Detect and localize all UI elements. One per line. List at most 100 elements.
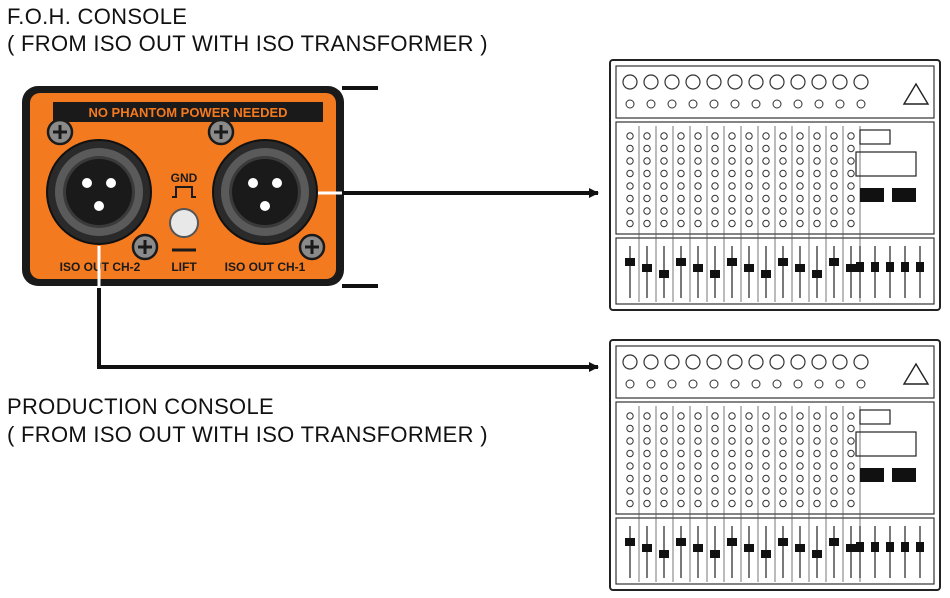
screw-icon (131, 233, 159, 261)
cable-production (97, 246, 599, 372)
mixer-knob-icon (694, 207, 702, 215)
mixer-knob-icon (643, 169, 651, 178)
mixer-knob-icon (685, 74, 701, 90)
ground-lift-switch[interactable] (169, 208, 199, 238)
mixer-knob-icon (694, 449, 702, 458)
mixer-knob-icon (847, 144, 855, 153)
mixer-knob-icon (813, 182, 821, 190)
mixer-knob-icon (711, 132, 719, 140)
mixer-knob-icon (643, 219, 651, 228)
mixer-knob-icon (745, 424, 753, 433)
mixer-knob-icon (748, 354, 764, 370)
mixer-knob-icon (711, 437, 719, 445)
mixer-knob-icon (660, 219, 668, 228)
mixer-fader-icon (659, 550, 669, 558)
mixer-knob-icon (847, 207, 855, 215)
mixer-knob-icon (660, 182, 668, 190)
mixer-knob-icon (745, 182, 753, 190)
mixer-knob-icon (772, 99, 782, 109)
mixer-knob-icon (762, 449, 770, 458)
mixer-knob-icon (626, 449, 634, 458)
mixer-knob-icon (779, 157, 787, 165)
mixer-knob-icon (643, 499, 651, 508)
mixer-knob-icon (677, 182, 685, 190)
mixer-knob-icon (660, 462, 668, 470)
mixer-fader-icon (778, 538, 788, 546)
mixer-fader-icon (727, 258, 737, 266)
mixer-fader-icon (846, 544, 856, 552)
mixer-knob-icon (745, 144, 753, 153)
gnd-label: GND (171, 171, 198, 185)
mixer-knob-icon (830, 169, 838, 178)
mixer-knob-icon (745, 194, 753, 203)
mixer-knob-icon (660, 194, 668, 203)
mixer-knob-icon (711, 207, 719, 215)
mixer-knob-icon (830, 412, 838, 420)
mixer-knob-icon (646, 379, 656, 389)
mixer-knob-icon (711, 194, 719, 203)
mixer-knob-icon (748, 74, 764, 90)
mixer-knob-icon (626, 169, 634, 178)
mixer-knob-icon (622, 354, 638, 370)
foh-console-subtitle: ( FROM ISO OUT WITH ISO TRANSFORMER ) (7, 31, 488, 56)
production-console-title: PRODUCTION CONSOLE (7, 394, 274, 419)
mixer-knob-icon (677, 194, 685, 203)
mixer-fader-icon (829, 258, 839, 266)
mixer-knob-icon (709, 99, 719, 109)
mixer-knob-icon (830, 474, 838, 483)
mixer-knob-icon (694, 169, 702, 178)
mixer-knob-icon (643, 474, 651, 483)
mixer-knob-icon (762, 462, 770, 470)
mixer-knob-icon (728, 157, 736, 165)
mixer-knob-icon (688, 379, 698, 389)
mixer-knob-icon (835, 379, 845, 389)
mixer-knob-icon (762, 194, 770, 203)
mixer-knob-icon (643, 424, 651, 433)
mixer-knob-icon (811, 354, 827, 370)
mixer-knob-icon (677, 449, 685, 458)
mixer-knob-icon (728, 219, 736, 228)
mixer-knob-icon (835, 99, 845, 109)
mixer-knob-icon (694, 424, 702, 433)
mixer-knob-icon (660, 144, 668, 153)
mixer-knob-icon (779, 144, 787, 153)
mixer-knob-icon (769, 354, 785, 370)
mixer-knob-icon (745, 157, 753, 165)
mixer-fader-icon (693, 264, 703, 272)
mixer-knob-icon (811, 74, 827, 90)
mixer-fader-icon (625, 538, 635, 546)
mixer-knob-icon (813, 437, 821, 445)
mixer-knob-icon (796, 194, 804, 203)
mixer-fader-icon (744, 544, 754, 552)
mixer-knob-icon (706, 354, 722, 370)
mixer-knob-icon (832, 354, 848, 370)
mixer-fader-icon (744, 264, 754, 272)
mixer-knob-icon (796, 207, 804, 215)
mixer-fader-icon (710, 270, 720, 278)
mixer-knob-icon (677, 424, 685, 433)
mixer-knob-icon (790, 74, 806, 90)
mixer-knob-icon (730, 379, 740, 389)
mixer-knob-icon (779, 219, 787, 228)
mixer-knob-icon (728, 462, 736, 470)
mixer-knob-icon (830, 144, 838, 153)
mixer-fader-icon (812, 550, 822, 558)
mixer-fader-icon (676, 258, 686, 266)
mixer-knob-icon (660, 207, 668, 215)
mixer-knob-icon (751, 379, 761, 389)
production-mixer-console (609, 339, 941, 591)
mixer-knob-icon (643, 182, 651, 190)
mixer-knob-icon (745, 474, 753, 483)
mixer-knob-icon (711, 169, 719, 178)
mixer-knob-icon (779, 449, 787, 458)
mixer-knob-icon (779, 207, 787, 215)
mixer-knob-icon (626, 194, 634, 203)
mixer-knob-icon (711, 219, 719, 228)
mixer-knob-icon (626, 424, 634, 433)
mixer-knob-icon (660, 132, 668, 140)
mixer-knob-icon (728, 182, 736, 190)
mixer-knob-icon (626, 487, 634, 495)
mixer-knob-icon (660, 449, 668, 458)
mixer-knob-icon (847, 462, 855, 470)
mixer-knob-icon (832, 74, 848, 90)
